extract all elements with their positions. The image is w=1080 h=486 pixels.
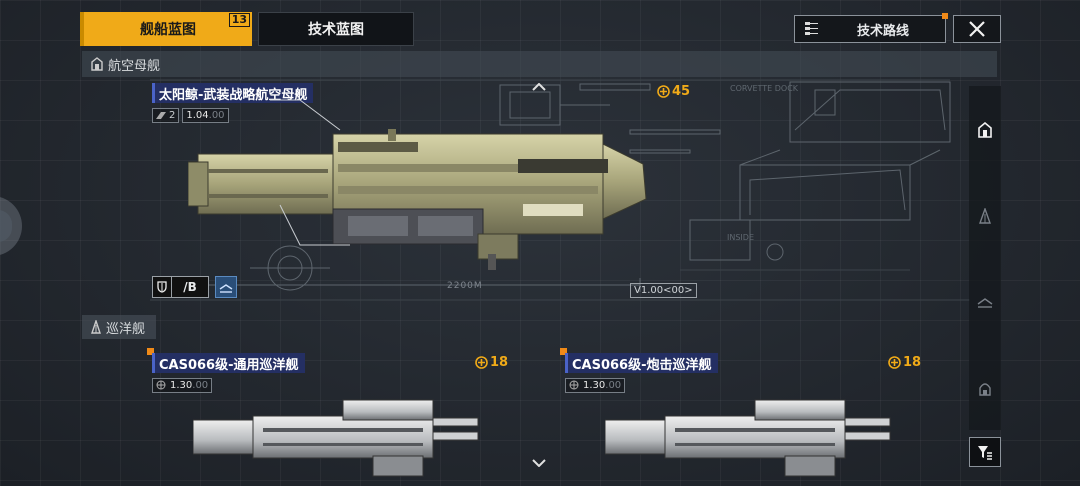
cruiser-icon xyxy=(979,208,991,224)
tech-route-icon xyxy=(805,22,818,35)
tech-route-button[interactable]: 技术路线 xyxy=(794,13,948,43)
new-marker xyxy=(147,348,154,355)
callout-lines xyxy=(270,99,350,246)
carrier-cost-value: 45 xyxy=(672,84,691,99)
carrier-icon xyxy=(978,122,992,138)
tab-ship-blueprint-label: 舰船蓝图 xyxy=(140,22,196,38)
cruiser-1-version-box: 1.30 .00 xyxy=(152,377,213,393)
tier-box: 2 xyxy=(152,107,180,123)
cruiser-1-ship-image xyxy=(193,399,479,477)
cruiser-icon xyxy=(91,320,101,334)
frigate-icon xyxy=(979,383,991,396)
blueprint-count-badge: 13 xyxy=(228,13,250,27)
section-header-carrier: 航空母舰 xyxy=(82,51,997,77)
carrier-ship-image xyxy=(188,129,647,270)
length-label: 2200M xyxy=(447,281,483,291)
carrier-stat-value: /B xyxy=(172,276,209,298)
blueprint-schematic xyxy=(150,79,970,301)
nav-frigate[interactable] xyxy=(969,372,1001,404)
resource-icon xyxy=(657,85,670,98)
corvette-dock-label: CORVETTE DOCK xyxy=(730,84,799,93)
side-drawer-handle[interactable] xyxy=(0,196,22,256)
filter-icon xyxy=(978,446,992,460)
section-header-cruiser: 巡洋舰 xyxy=(82,315,156,339)
tab-tech-blueprint-label: 技术蓝图 xyxy=(308,22,364,38)
tech-route-label: 技术路线 xyxy=(857,23,910,39)
resource-icon xyxy=(475,356,488,369)
cruiser-1-subinfo: 1.30 .00 xyxy=(152,377,215,393)
globe-icon xyxy=(156,380,166,390)
cruiser-2-version-box: 1.30 .00 xyxy=(565,377,626,393)
inside-label: INSIDE xyxy=(727,233,754,242)
notification-dot xyxy=(942,13,948,19)
close-icon xyxy=(969,21,985,37)
fleet-type-icon xyxy=(219,284,233,293)
cruiser-1-version-suffix: .00 xyxy=(192,379,209,391)
fleet-type-box xyxy=(215,276,237,298)
carrier-name: 太阳鲸-武装战略航空母舰 xyxy=(152,83,314,103)
destroyer-icon xyxy=(977,298,993,308)
carrier-version: 1.04 xyxy=(186,109,209,121)
tab-tech-blueprint[interactable]: 技术蓝图 xyxy=(258,12,414,46)
nav-carrier[interactable] xyxy=(969,114,1001,146)
tab-ship-blueprint[interactable]: 舰船蓝图 13 xyxy=(80,12,252,46)
close-button[interactable] xyxy=(953,15,1001,43)
filter-button[interactable] xyxy=(969,437,1001,467)
ship-class-nav xyxy=(969,86,1001,430)
version-box: 1.04 .00 xyxy=(182,107,229,123)
scroll-up-chevron[interactable] xyxy=(530,80,548,94)
cruiser-2-ship-image xyxy=(605,399,891,477)
carrier-stat-box: /B xyxy=(152,276,237,298)
cruiser-1-version: 1.30 xyxy=(170,379,193,391)
nav-destroyer[interactable] xyxy=(969,286,1001,318)
carrier-cost: 45 xyxy=(657,84,690,99)
cruiser-1-name: CAS066级-通用巡洋舰 xyxy=(152,353,305,373)
carrier-subinfo: 2 1.04 .00 xyxy=(152,107,232,123)
new-marker xyxy=(560,348,567,355)
carrier-build-version: V1.00<00> xyxy=(630,283,697,298)
cruiser-2-version-suffix: .00 xyxy=(605,379,622,391)
chevron-up-icon xyxy=(532,83,546,91)
section-carrier-label: 航空母舰 xyxy=(108,58,161,74)
carrier-icon xyxy=(91,57,103,71)
cruiser-1-cost: 18 xyxy=(475,355,508,370)
globe-icon xyxy=(569,380,579,390)
carrier-tier: 2 xyxy=(169,109,176,121)
scroll-down-chevron[interactable] xyxy=(530,456,548,470)
nav-cruiser[interactable] xyxy=(969,200,1001,232)
cruiser-2-cost: 18 xyxy=(888,355,921,370)
section-cruiser-label: 巡洋舰 xyxy=(106,321,146,337)
chevron-down-icon xyxy=(532,459,546,467)
resource-icon xyxy=(888,356,901,369)
cruiser-2-name: CAS066级-炮击巡洋舰 xyxy=(565,353,718,373)
cruiser-2-subinfo: 1.30 .00 xyxy=(565,377,628,393)
shield-icon xyxy=(157,281,167,293)
defense-box xyxy=(152,276,172,298)
cruiser-1-cost-value: 18 xyxy=(490,355,509,370)
cruiser-2-cost-value: 18 xyxy=(903,355,922,370)
tier-icon xyxy=(156,111,166,119)
cruiser-2-version: 1.30 xyxy=(583,379,606,391)
carrier-version-suffix: .00 xyxy=(208,109,225,121)
